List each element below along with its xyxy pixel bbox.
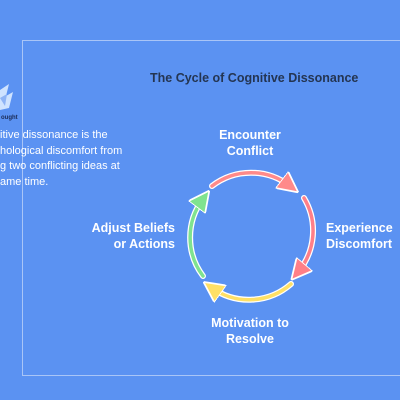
diagram-title: The Cycle of Cognitive Dissonance: [150, 71, 359, 85]
content-frame: [22, 40, 400, 376]
stage-label-line: Conflict: [226, 144, 274, 158]
stage-label-line: Experience: [326, 221, 393, 235]
stage-experience-discomfort: Experience Discomfort: [326, 220, 400, 252]
stage-label-line: or Actions: [113, 237, 175, 251]
stage-label-line: Motivation to: [211, 316, 289, 330]
logo-text: ought: [1, 115, 18, 121]
stage-adjust-beliefs: Adjust Beliefs or Actions: [80, 220, 175, 252]
bird-logo-icon: [0, 84, 13, 110]
description-line: itive dissonance is the: [0, 129, 108, 141]
description-line: g two conflicting ideas at: [0, 160, 120, 172]
description-line: hological discomfort from: [0, 144, 123, 157]
stage-encounter-conflict: Encounter Conflict: [200, 127, 300, 159]
stage-label-line: Adjust Beliefs: [91, 221, 175, 235]
cycle-arrow-bottom-fill: [212, 284, 293, 300]
cycle-arrow-left-fill: [190, 199, 203, 278]
cycle-arrow-right-fill: [298, 196, 315, 272]
description-line: ame time.: [0, 175, 49, 188]
stage-motivation-to-resolve: Motivation to Resolve: [195, 315, 305, 347]
stage-label-line: Discomfort: [326, 237, 392, 251]
description-text: itive dissonance is the hological discom…: [0, 128, 140, 190]
stage-label-line: Encounter: [219, 128, 281, 142]
stage-label-line: Resolve: [226, 332, 274, 346]
cycle-arrow-top-fill: [210, 171, 290, 186]
